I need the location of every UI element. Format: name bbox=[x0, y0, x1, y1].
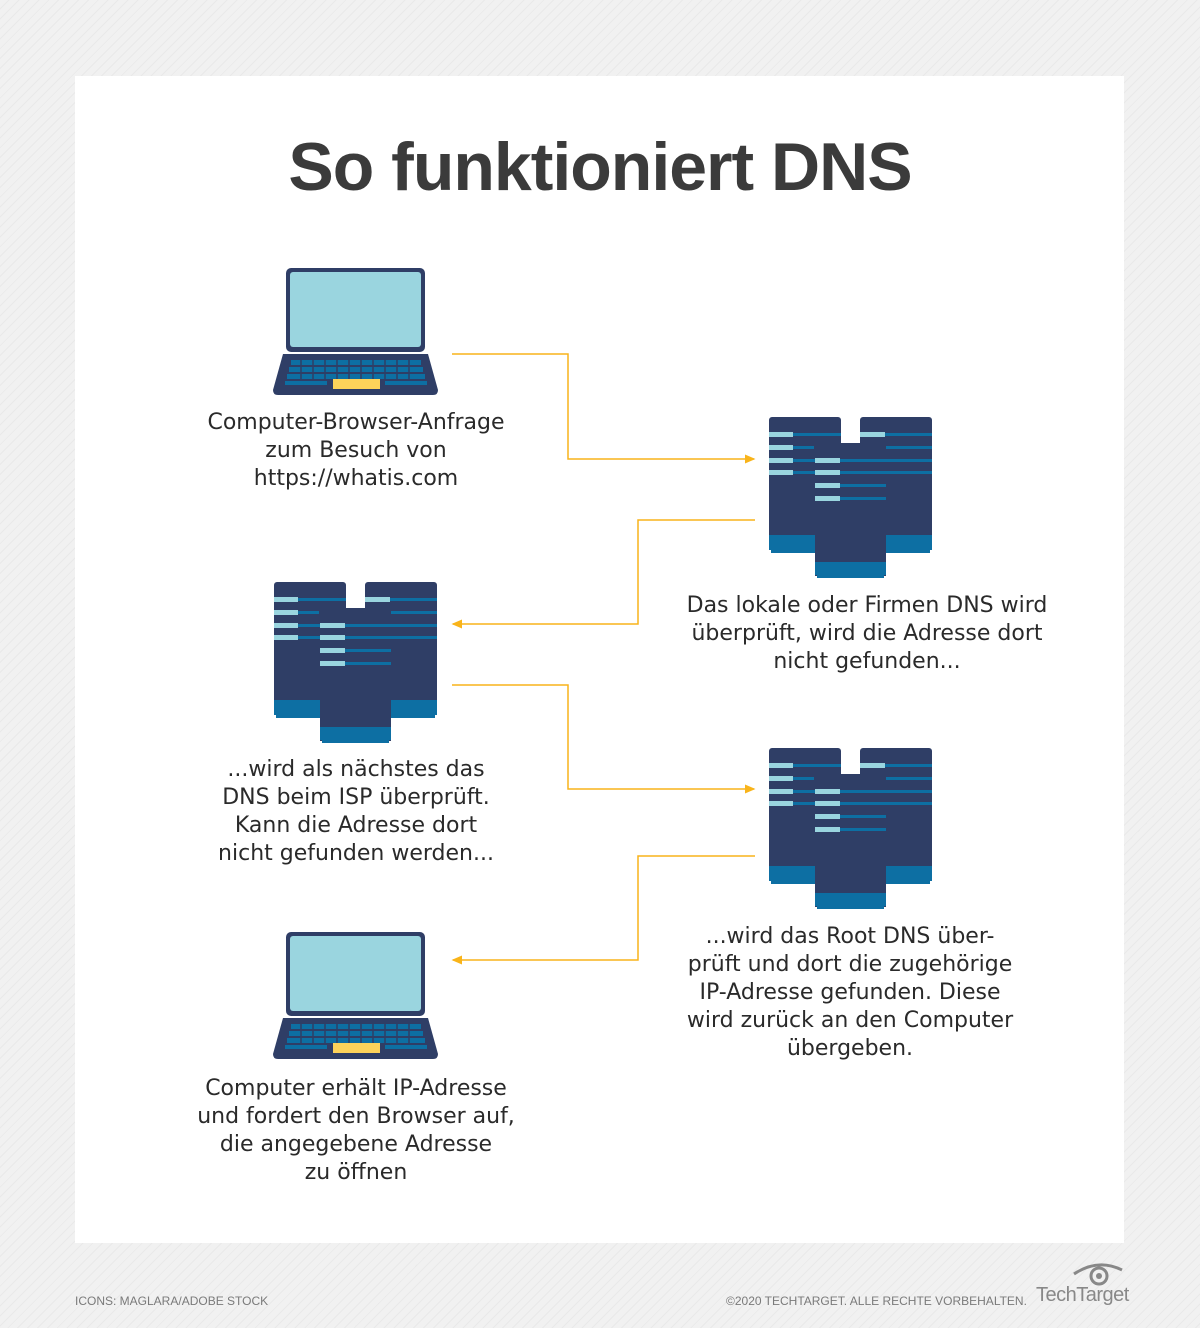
arrow-3 bbox=[452, 684, 756, 794]
arrow-4 bbox=[451, 855, 755, 965]
server-icon-local-dns bbox=[769, 417, 932, 578]
step-2-text: Das lokale oder Firmen DNS wird überprüf… bbox=[686, 593, 1048, 674]
step-3-text: ...wird als nächstes das DNS beim ISP üb… bbox=[218, 757, 494, 866]
arrow-2 bbox=[451, 519, 755, 629]
step-1-text: Computer-Browser-Anfrage zum Besuch von … bbox=[207, 410, 505, 491]
eye-logo-icon bbox=[1073, 1263, 1123, 1286]
icon-credit: ICONS: MAGLARA/ADOBE STOCK bbox=[75, 1294, 269, 1308]
step-4-text: ...wird das Root DNS über- prüft und dor… bbox=[686, 924, 1014, 1061]
arrow-1 bbox=[452, 353, 756, 464]
laptop-icon bbox=[272, 931, 439, 1060]
copyright: ©2020 TECHTARGET. ALLE RECHTE VORBEHALTE… bbox=[726, 1294, 1027, 1308]
laptop-icon bbox=[272, 267, 439, 396]
server-icon-isp-dns bbox=[274, 582, 437, 743]
page-title: So funktioniert DNS bbox=[288, 129, 912, 205]
server-icon-root-dns bbox=[769, 748, 932, 909]
infographic-card bbox=[75, 76, 1124, 1243]
techtarget-logo: TechTarget bbox=[1036, 1284, 1129, 1306]
step-5-text: Computer erhält IP-Adresse und fordert d… bbox=[197, 1076, 515, 1185]
